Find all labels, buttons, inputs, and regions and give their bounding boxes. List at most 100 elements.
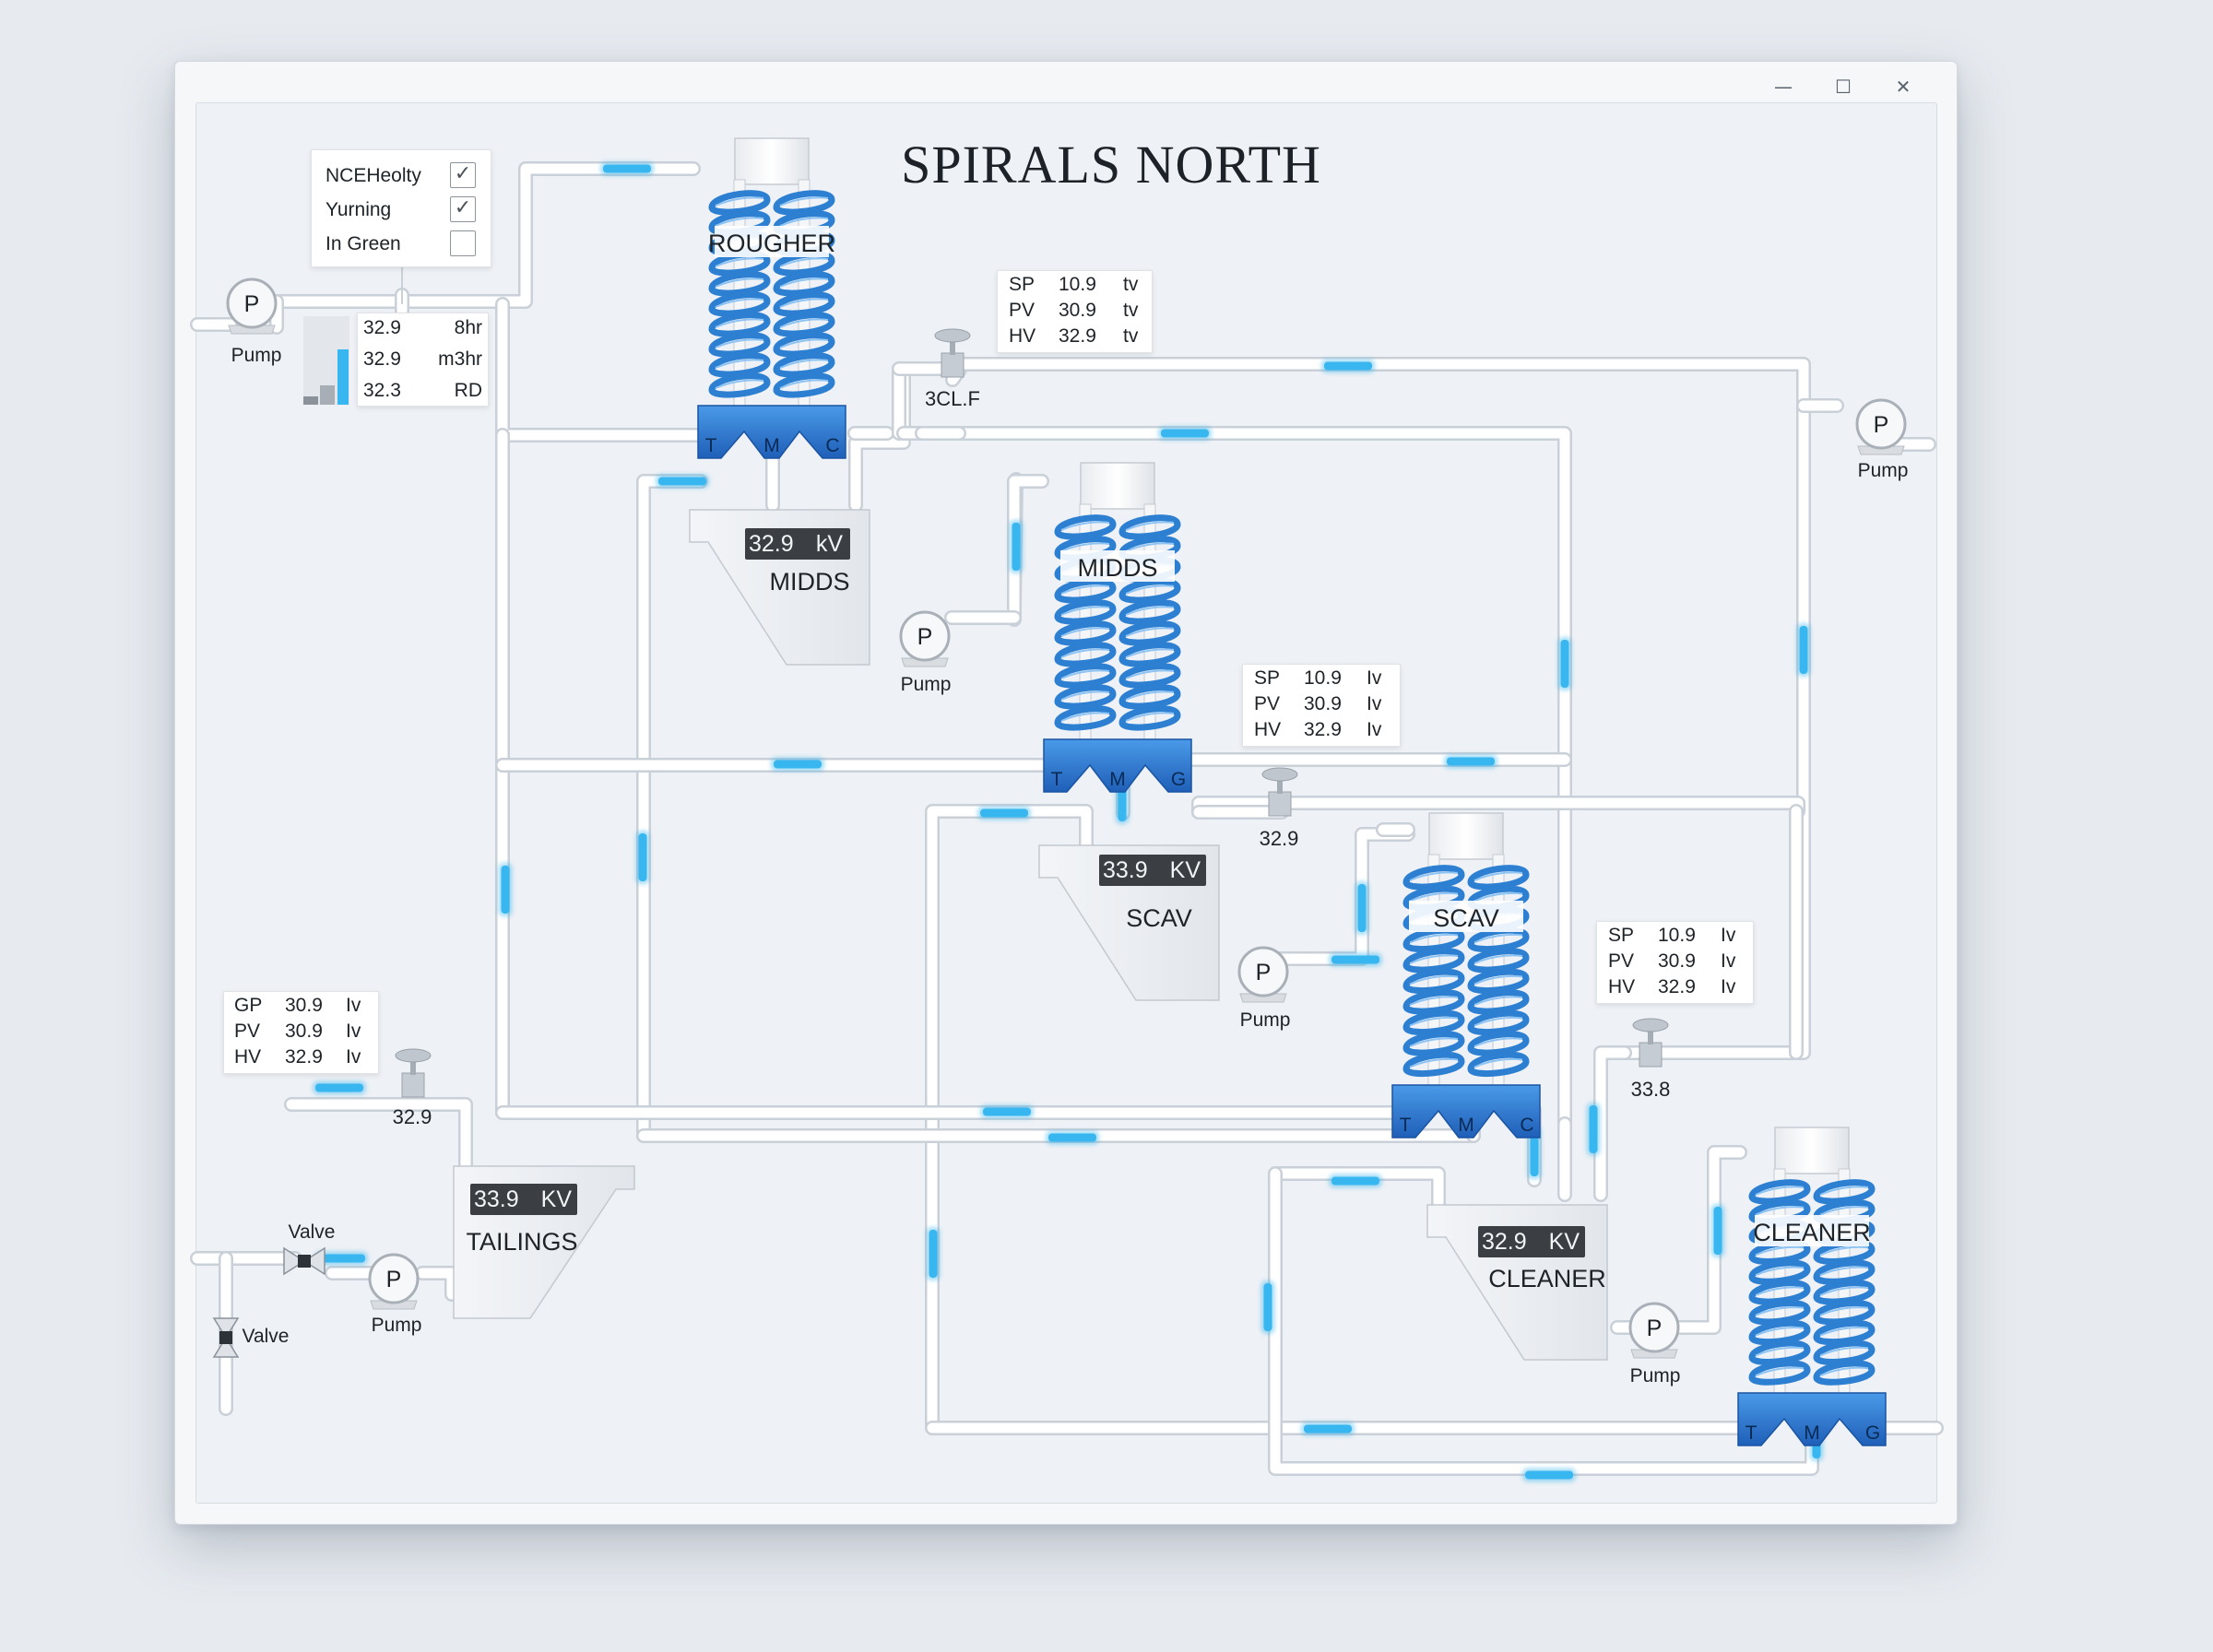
legend-label-1: Yurning (325, 199, 392, 220)
valve-label: 32.9 (1260, 827, 1299, 850)
coil (1748, 1300, 1811, 1326)
pump-symbol: P (1647, 1316, 1663, 1341)
readout-unit: KV (1169, 857, 1201, 883)
valve-stem (950, 338, 955, 355)
panel-unit: tv (1123, 274, 1139, 295)
panel-value: 10.9 (1059, 274, 1096, 295)
feed-box (1774, 1127, 1850, 1174)
spiral-label: MIDDS (1078, 554, 1158, 582)
coil (1467, 968, 1530, 994)
coil (1813, 1360, 1876, 1386)
coil (1813, 1300, 1876, 1326)
page-title: SPIRALS NORTH (901, 135, 1321, 195)
panel-unit: Iv (1721, 950, 1736, 972)
coil (1402, 1031, 1465, 1056)
panel-value: 32.9 (1059, 325, 1096, 347)
pump-label: Pump (1630, 1365, 1681, 1386)
valve-body (1268, 791, 1292, 817)
coil (708, 251, 771, 277)
coil-highlight (1755, 1366, 1805, 1377)
coil (773, 291, 835, 317)
valve-3clf[interactable]: 3CL.F (925, 328, 980, 410)
legend-checkbox-2[interactable] (450, 230, 476, 256)
pump-icon (899, 610, 951, 662)
valve-cleaner-feed[interactable]: 33.8 (1631, 1018, 1671, 1101)
feed-box (1080, 462, 1155, 510)
flow-indicator (1357, 884, 1367, 932)
readout-unit: KV (1548, 1229, 1580, 1255)
valve-scav-feed[interactable]: 32.9 (1260, 767, 1299, 850)
panel-value: 30.9 (1658, 950, 1696, 972)
sump-label: SCAV (1126, 904, 1192, 932)
coil-highlight (1473, 1057, 1523, 1068)
coil-highlight (1125, 690, 1175, 701)
outlet-label-m: M (1458, 1115, 1474, 1136)
coil (1118, 642, 1181, 667)
valve-handwheel-icon (1261, 767, 1298, 782)
coil (1813, 1179, 1876, 1205)
coil (1054, 642, 1117, 667)
coil (773, 352, 835, 378)
pipe-segment (638, 476, 706, 1141)
panel-unit: Iv (346, 1021, 361, 1042)
flow-indicator (1560, 640, 1569, 688)
close-button[interactable]: ✕ (1895, 76, 1911, 98)
distributor (1737, 1392, 1887, 1446)
pump-label: Pump (231, 345, 282, 366)
flow-value-1: 32.9 (363, 348, 401, 370)
coil (1467, 865, 1530, 891)
flow-indicator (983, 1107, 1031, 1116)
valve-label: 3CL.F (925, 387, 980, 410)
coil-highlight (779, 277, 829, 288)
outlet-label-t: T (705, 435, 717, 456)
legend-checkbox-1[interactable]: ✓ (450, 196, 476, 222)
coil (1402, 1051, 1465, 1077)
pump-symbol: P (1874, 412, 1889, 438)
coil-highlight (779, 217, 829, 227)
minimize-button[interactable]: — (1774, 76, 1793, 98)
coil-highlight (1060, 648, 1110, 658)
panel-tag: SP (1009, 274, 1035, 295)
sump-label: CLEANER (1488, 1265, 1606, 1292)
valve-body (1639, 1042, 1663, 1068)
pipe-edge (848, 435, 911, 513)
flow-indicator (929, 1230, 938, 1278)
coil (1118, 599, 1181, 625)
coil (773, 271, 835, 297)
pipe-segment (417, 1268, 457, 1300)
manual-valve-horizontal[interactable]: Valve (283, 1221, 335, 1276)
spiral-label-bg (1755, 1215, 1869, 1246)
valve-body (401, 1072, 425, 1098)
tailings-control-panel: GP 30.9 Iv PV 30.9 Iv HV 32.9 Iv (223, 991, 379, 1074)
manual-valve-vertical[interactable]: Valve (212, 1317, 289, 1358)
legend-checkbox-0[interactable]: ✓ (450, 162, 476, 188)
flow-indicator (774, 760, 822, 769)
feed-flow-panel: 32.9 8hr 32.9 m3hr 32.3 RD (357, 313, 489, 407)
valve-core (219, 1331, 232, 1344)
valve-tailings[interactable]: 32.9 (393, 1048, 432, 1128)
coil-highlight (779, 298, 829, 308)
spiral-label-bg (1409, 901, 1523, 932)
pipe-segment (286, 1099, 471, 1174)
spiral-label: ROUGHER (708, 230, 835, 257)
feed-box (734, 137, 810, 185)
cleaner-pump[interactable]: P Pump (1628, 1302, 1681, 1386)
pipe-segment (1270, 1168, 1444, 1210)
coil-highlight (779, 257, 829, 267)
maximize-button[interactable]: ☐ (1835, 76, 1852, 98)
panel-unit: tv (1123, 325, 1139, 347)
coil-highlight (1819, 1306, 1869, 1316)
outlet-label-c: C (1520, 1115, 1533, 1136)
coil (1118, 514, 1181, 540)
coil-highlight (1409, 871, 1459, 881)
flow-indicator (1048, 1133, 1096, 1142)
